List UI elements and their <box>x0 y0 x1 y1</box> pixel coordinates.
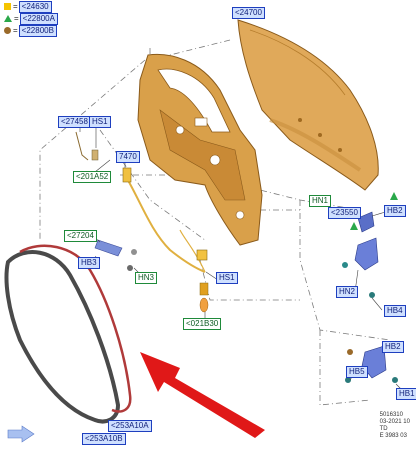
wiring-harness <box>124 174 206 273</box>
callout-hs1-mid[interactable]: HS1 <box>216 272 238 284</box>
drawing-code: TD <box>379 426 388 432</box>
callout-7470[interactable]: 7470 <box>116 151 140 163</box>
callout-253a10b[interactable]: <253A10B <box>82 433 126 445</box>
legend-row: = <24630 <box>4 0 52 13</box>
inner-seal <box>19 244 132 413</box>
guide-line <box>319 330 371 406</box>
legend-equals: = <box>14 14 19 23</box>
door-outer-skin <box>237 19 379 191</box>
callout-hn2[interactable]: HN2 <box>336 286 359 298</box>
callout-hn1[interactable]: HN1 <box>309 195 332 207</box>
legend-equals: = <box>13 2 18 11</box>
guide-line <box>199 259 300 301</box>
door-seals <box>4 244 132 424</box>
red-pointer-arrow <box>140 352 265 438</box>
callout-hb5[interactable]: HB5 <box>346 366 368 378</box>
door-hinges <box>340 192 398 383</box>
legend-code[interactable]: <22800A <box>19 12 58 25</box>
callout-24700[interactable]: <24700 <box>232 7 265 19</box>
orientation-arrow-icon <box>7 425 35 443</box>
callout-201a52[interactable]: <201A52 <box>73 171 112 183</box>
brown-circle-icon <box>4 27 11 34</box>
callout-021b30[interactable]: <021B30 <box>183 318 222 330</box>
drawing-number: 5016310 <box>379 412 403 418</box>
callout-23550[interactable]: <23550 <box>328 207 361 219</box>
callout-253a10a[interactable]: <253A10A <box>108 420 152 432</box>
green-triangle-icon <box>4 15 12 22</box>
guide-line <box>39 59 146 240</box>
drawing-reference: 5016310 03-2021 10 TD E 3983 03 <box>380 412 410 440</box>
legend-code[interactable]: <24630 <box>18 0 52 13</box>
legend-row: = <22800A <box>4 12 58 25</box>
legend-equals: = <box>13 26 18 35</box>
callout-27204[interactable]: <27204 <box>64 230 97 242</box>
yellow-square-icon <box>4 3 11 10</box>
drawing-sheet: E 3983 03 <box>379 433 407 439</box>
fasteners <box>75 131 209 313</box>
callout-27458[interactable]: <27458 <box>58 116 91 128</box>
outer-seal <box>4 250 121 424</box>
legend-row: = <22800B <box>4 24 57 37</box>
drawing-date: 03-2021 10 <box>379 419 410 425</box>
door-inner-frame <box>137 53 263 246</box>
callout-hb2-low[interactable]: HB2 <box>382 341 404 353</box>
callout-hb1[interactable]: HB1 <box>396 388 416 400</box>
legend-code[interactable]: <22800B <box>18 24 57 37</box>
callout-hb4[interactable]: HB4 <box>384 305 406 317</box>
callout-hs1-top[interactable]: HS1 <box>89 116 111 128</box>
callout-hn3[interactable]: HN3 <box>135 272 158 284</box>
callout-hb2-top[interactable]: HB2 <box>384 205 406 217</box>
callout-hb3[interactable]: HB3 <box>78 257 100 269</box>
guide-line <box>299 200 391 341</box>
